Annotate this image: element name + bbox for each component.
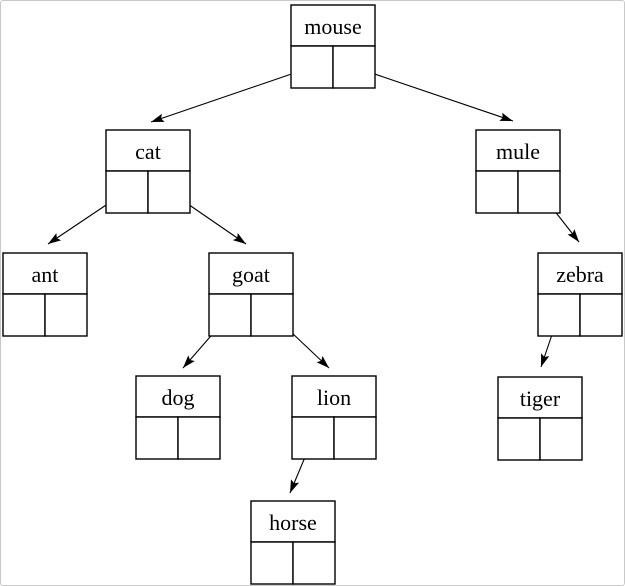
node-left-pointer-cell bbox=[475, 170, 519, 214]
node-label: mouse bbox=[304, 14, 361, 39]
node-left-pointer-cell bbox=[208, 293, 252, 337]
node-left-pointer-cell bbox=[290, 45, 334, 89]
tree-node-ant: ant bbox=[2, 252, 88, 337]
node-label: mule bbox=[496, 139, 540, 164]
node-right-pointer-cell bbox=[332, 45, 376, 89]
node-label-box bbox=[291, 375, 377, 418]
node-right-pointer-cell bbox=[292, 541, 336, 585]
node-right-pointer-cell bbox=[250, 293, 294, 337]
node-label-box bbox=[250, 500, 336, 543]
node-left-pointer-cell bbox=[497, 417, 541, 461]
node-left-pointer-cell bbox=[250, 541, 294, 585]
node-label: dog bbox=[162, 385, 195, 410]
edge-mouse-left-cat-arrow bbox=[150, 66, 313, 123]
node-label: lion bbox=[317, 385, 351, 410]
node-label: cat bbox=[135, 139, 161, 164]
node-right-pointer-cell bbox=[333, 416, 377, 460]
tree-node-mouse: mouse bbox=[290, 4, 376, 89]
tree-node-lion: lion bbox=[291, 375, 377, 460]
node-right-pointer-cell bbox=[177, 416, 221, 460]
node-left-pointer-cell bbox=[291, 416, 335, 460]
node-right-pointer-cell bbox=[517, 170, 561, 214]
node-right-pointer-cell bbox=[44, 293, 88, 337]
node-right-pointer-cell bbox=[579, 293, 623, 337]
tree-node-cat: cat bbox=[105, 129, 191, 214]
tree-node-mule: mule bbox=[475, 129, 561, 214]
tree-node-tiger: tiger bbox=[497, 376, 583, 461]
tree-node-horse: horse bbox=[250, 500, 336, 585]
node-left-pointer-cell bbox=[105, 170, 149, 214]
node-right-pointer-cell bbox=[147, 170, 191, 214]
node-label: zebra bbox=[556, 262, 604, 287]
node-label-box bbox=[105, 129, 191, 172]
node-label: ant bbox=[32, 262, 59, 287]
node-label: tiger bbox=[520, 386, 561, 411]
node-label-box bbox=[208, 252, 294, 295]
node-left-pointer-cell bbox=[135, 416, 179, 460]
tree-node-zebra: zebra bbox=[537, 252, 623, 337]
node-label-box bbox=[135, 375, 221, 418]
node-label-box bbox=[537, 252, 623, 295]
node-label: horse bbox=[269, 510, 317, 535]
tree-node-dog: dog bbox=[135, 375, 221, 460]
node-label-box bbox=[475, 129, 561, 172]
edge-mouse-right-mule-arrow bbox=[353, 66, 514, 122]
node-left-pointer-cell bbox=[537, 293, 581, 337]
tree-node-goat: goat bbox=[208, 252, 294, 337]
node-left-pointer-cell bbox=[2, 293, 46, 337]
node-label: goat bbox=[232, 262, 270, 287]
node-right-pointer-cell bbox=[539, 417, 583, 461]
